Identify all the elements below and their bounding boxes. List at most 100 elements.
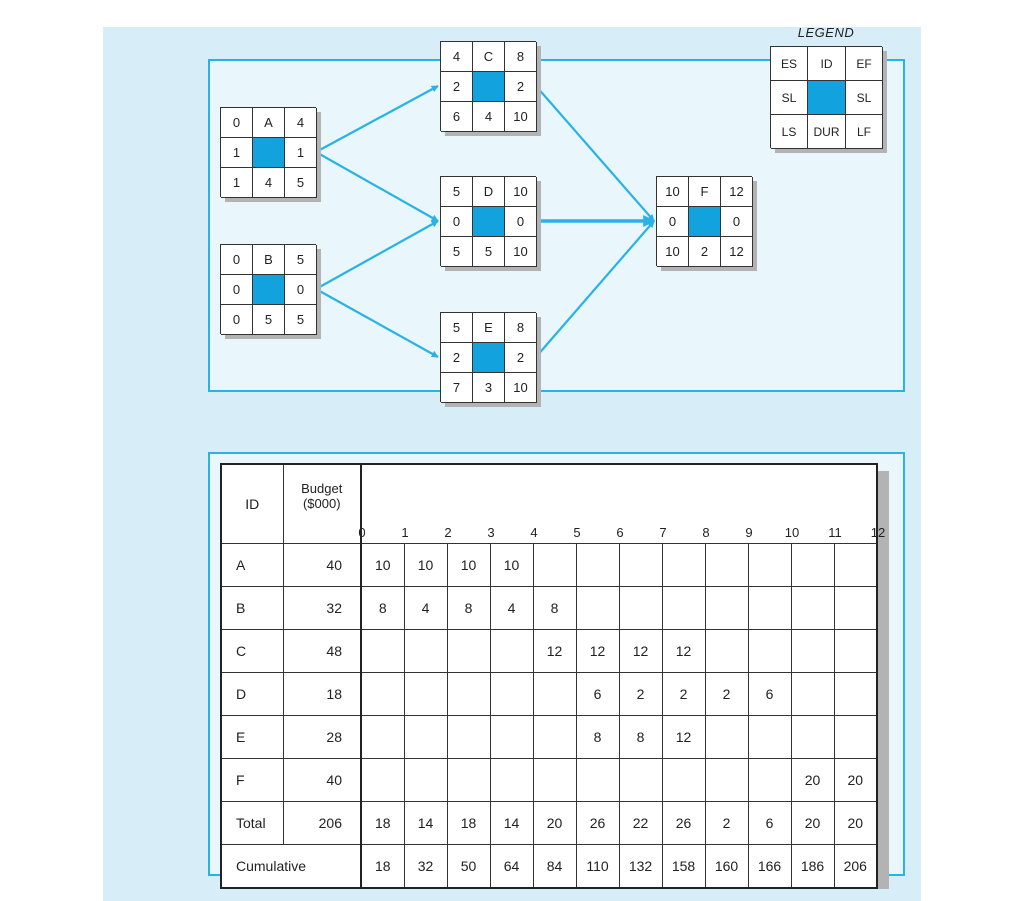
node-a-id: A <box>253 108 285 138</box>
node-e-ls: 7 <box>441 373 473 403</box>
node-e-sl-left: 2 <box>441 343 473 373</box>
period-cell <box>575 758 620 802</box>
period-cell: 6 <box>747 672 792 716</box>
node-b-dur: 5 <box>253 305 285 335</box>
period-cell <box>360 758 405 802</box>
period-cell <box>575 543 620 587</box>
node-c-ef: 8 <box>505 42 537 72</box>
node-d-sl-right: 0 <box>505 207 537 237</box>
period-cell <box>489 758 534 802</box>
period-cell: 8 <box>446 586 491 630</box>
period-tick-label: 10 <box>784 525 800 540</box>
period-tick-label: 12 <box>870 525 886 540</box>
node-d-ef: 10 <box>505 177 537 207</box>
legend-node: ES ID EF SL SL LS DUR LF <box>770 46 887 153</box>
node-f-ef: 12 <box>721 177 753 207</box>
legend-lf: LF <box>846 115 883 149</box>
period-tick-label: 5 <box>573 525 581 540</box>
period-cell: 14 <box>489 801 534 845</box>
node-b-lf: 5 <box>285 305 317 335</box>
period-cell <box>618 758 663 802</box>
period-cell <box>661 586 706 630</box>
period-tick-label: 4 <box>530 525 538 540</box>
id-column-header: ID <box>220 463 284 544</box>
cumulative-cell: 186 <box>790 844 835 889</box>
node-c-sl-left: 2 <box>441 72 473 102</box>
period-cell: 20 <box>833 801 878 845</box>
row-budget: 18 <box>282 672 362 716</box>
budget-column-header: Budget ($000) <box>282 463 362 544</box>
period-cell <box>446 758 491 802</box>
period-cell: 2 <box>661 672 706 716</box>
node-f-es: 10 <box>657 177 689 207</box>
period-cell <box>360 715 405 759</box>
period-cell: 18 <box>360 801 405 845</box>
period-cell <box>833 629 878 673</box>
node-f-sl-right: 0 <box>721 207 753 237</box>
period-cell: 8 <box>532 586 577 630</box>
row-id: F <box>220 758 284 802</box>
period-cell: 20 <box>532 801 577 845</box>
period-cell: 10 <box>446 543 491 587</box>
legend-ls: LS <box>771 115 808 149</box>
node-e-id: E <box>473 313 505 343</box>
period-cell <box>747 758 792 802</box>
period-cell <box>833 586 878 630</box>
period-cell <box>704 715 749 759</box>
legend-es: ES <box>771 47 808 81</box>
period-cell <box>704 629 749 673</box>
node-c-center-fill <box>473 72 505 102</box>
period-cell: 4 <box>403 586 448 630</box>
period-cell: 8 <box>618 715 663 759</box>
cumulative-cell: 110 <box>575 844 620 889</box>
node-c-lf: 10 <box>505 102 537 132</box>
period-cell: 4 <box>489 586 534 630</box>
node-a-dur: 4 <box>253 168 285 198</box>
node-f-ls: 10 <box>657 237 689 267</box>
period-cell: 18 <box>446 801 491 845</box>
period-cell <box>360 629 405 673</box>
node-c-sl-right: 2 <box>505 72 537 102</box>
period-cell <box>747 543 792 587</box>
node-f-lf: 12 <box>721 237 753 267</box>
period-cell: 26 <box>661 801 706 845</box>
node-f-center-fill <box>689 207 721 237</box>
node-f-dur: 2 <box>689 237 721 267</box>
legend-center-fill <box>808 81 846 115</box>
node-e-dur: 3 <box>473 373 505 403</box>
period-cell <box>704 543 749 587</box>
cumulative-cell: 160 <box>704 844 749 889</box>
period-cell <box>833 543 878 587</box>
row-budget: 28 <box>282 715 362 759</box>
cumulative-cell: 166 <box>747 844 792 889</box>
node-a-ef: 4 <box>285 108 317 138</box>
row-budget: 206 <box>282 801 362 845</box>
period-tick-label: 3 <box>487 525 495 540</box>
legend-sl-left: SL <box>771 81 808 115</box>
period-cell <box>360 672 405 716</box>
period-cell <box>790 543 835 587</box>
legend-id: ID <box>808 47 846 81</box>
period-cell <box>618 586 663 630</box>
period-cell <box>747 586 792 630</box>
node-e-ef: 8 <box>505 313 537 343</box>
node-d-center-fill <box>473 207 505 237</box>
period-cell <box>704 586 749 630</box>
row-id: B <box>220 586 284 630</box>
cumulative-label: Cumulative <box>220 844 362 889</box>
period-cell: 6 <box>747 801 792 845</box>
period-cell: 12 <box>575 629 620 673</box>
period-cell: 10 <box>489 543 534 587</box>
node-e-lf: 10 <box>505 373 537 403</box>
period-tick-label: 9 <box>745 525 753 540</box>
period-cell <box>446 629 491 673</box>
node-f-sl-left: 0 <box>657 207 689 237</box>
period-cell: 26 <box>575 801 620 845</box>
period-cell: 2 <box>618 672 663 716</box>
node-a-sl-right: 1 <box>285 138 317 168</box>
row-budget: 48 <box>282 629 362 673</box>
